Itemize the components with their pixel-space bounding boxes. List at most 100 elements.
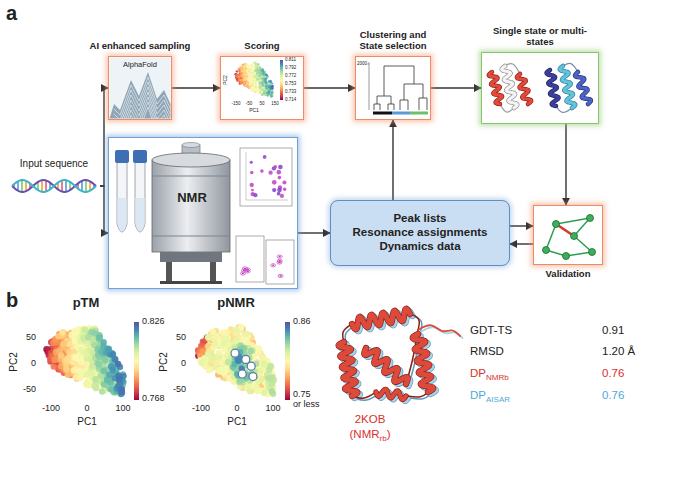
tick-label: 2000 — [357, 62, 367, 67]
metric-value: 0.76 — [602, 389, 624, 402]
scoring-scatter-part — [245, 74, 247, 76]
scoring-scatter-part — [242, 65, 244, 67]
scoring-scatter-part — [254, 85, 256, 87]
nmr-spectra-part — [236, 236, 264, 282]
ptm-scatter-part — [63, 366, 69, 372]
dendrogram-part — [384, 66, 414, 96]
node-text: Resonance assignments — [353, 226, 488, 240]
structure-overlay-part-part — [352, 309, 410, 330]
tick-label: 150 — [271, 102, 279, 107]
structure-overlay-part-part — [413, 334, 434, 392]
scoring-scatter-part — [257, 78, 259, 80]
scoring-scatter-part — [240, 66, 242, 68]
tick-label: 100 — [265, 404, 280, 414]
validation-graph-part — [589, 249, 596, 256]
tick-label: 100 — [115, 404, 130, 414]
protein-states-part — [575, 72, 591, 104]
scoring-scatter-part — [252, 65, 254, 67]
scoring-scatter-part — [247, 86, 249, 88]
scoring-scatter-part — [235, 76, 237, 78]
scoring-scatter-part — [254, 63, 256, 65]
pnmr-scatter-part — [210, 353, 216, 359]
nmr-magnet-part — [160, 252, 222, 262]
ptm-scatter-part — [92, 376, 98, 382]
scoring-scatter-part — [248, 65, 250, 67]
scoring-scatter-part — [240, 79, 242, 81]
pnmr-scatter-part — [225, 359, 231, 365]
nmr-magnet — [152, 143, 230, 285]
label-group: DPNMRb — [470, 367, 509, 380]
scoring-scatter-part — [242, 74, 244, 76]
colorbar-label: 0.714 — [285, 98, 296, 103]
dna-helix-part — [21, 180, 23, 192]
pnmr-scatter-part — [233, 327, 239, 333]
nmr-spectra-part — [272, 188, 276, 192]
protein-states-part — [556, 106, 572, 112]
ptm-scatter-part — [78, 359, 84, 365]
validation-graph-part — [563, 253, 570, 260]
nmr-spectra-part — [250, 161, 253, 164]
colorbar-label: 0.733 — [285, 90, 296, 95]
pnmr-scatter-part — [235, 358, 241, 364]
nmr-spectra-part — [279, 275, 281, 277]
pnmr-scatter-part — [198, 359, 204, 365]
scoring-scatter-part — [255, 90, 257, 92]
axis-title: PC2 — [8, 352, 19, 371]
clustering-box: Clustering and State selection — [348, 30, 438, 120]
ptm-scatter-part — [96, 361, 102, 367]
validation-graph — [543, 215, 596, 260]
scoring-scatter-part — [240, 75, 242, 77]
tick-label: -150 — [231, 102, 240, 107]
dna-helix-part — [45, 180, 47, 191]
structure-overlay-part-part — [339, 342, 358, 396]
axis-title: PC1 — [77, 416, 96, 427]
node-heading: Single state or multi-states — [492, 26, 588, 48]
scoring-scatter-part — [245, 73, 247, 75]
ptm-scatter-part — [116, 376, 122, 382]
scoring-scatter-part — [240, 74, 242, 76]
structure-overlay-part-part — [364, 348, 407, 384]
scoring-scatter-part — [268, 91, 270, 93]
nmr-spectra-part — [260, 169, 264, 173]
pnmr-scatter-part — [259, 376, 265, 382]
flow-arrow — [100, 186, 108, 233]
node-text: NMR — [177, 190, 207, 206]
pnmr-scatter-part — [219, 360, 225, 366]
nmr-magnet-part — [182, 143, 200, 148]
axis-title: PC2 — [158, 352, 169, 371]
ptm-colorbar-part — [134, 322, 139, 400]
nmr-spectra-part — [278, 262, 280, 264]
dendrogram-part — [377, 96, 391, 104]
pnmr-scatter-part — [211, 364, 217, 370]
nmr-magnet-part — [152, 236, 230, 237]
axis-title: PC1 — [227, 416, 246, 427]
scoring-scatter-part — [243, 81, 245, 83]
pnmr-scatter-part — [249, 373, 257, 381]
scoring-scatter-part — [264, 78, 266, 80]
scoring-scatter-part — [259, 74, 261, 76]
nmr-spectra-part — [242, 273, 244, 275]
plot-title: pTM — [73, 296, 100, 310]
pnmr-colorbar-part — [285, 322, 290, 400]
scoring-scatter-part — [257, 63, 259, 65]
scoring-scatter-part — [240, 79, 242, 81]
flow-arrow — [100, 88, 108, 186]
nmr-spectra-part — [280, 194, 284, 198]
metric-value: 1.20 Å — [602, 345, 635, 358]
dna-helix-part — [12, 180, 96, 192]
nmr-spectra-part — [243, 270, 245, 272]
dendrogram-part — [388, 104, 394, 110]
scoring-scatter-part — [265, 87, 267, 89]
node-heading: Scoring — [217, 41, 307, 52]
pnmr-scatter-part — [269, 380, 275, 386]
pnmr-scatter-part — [206, 334, 212, 340]
pnmr-scatter-part — [213, 333, 219, 339]
scoring-scatter-part — [267, 94, 269, 96]
scoring-scatter-part — [251, 80, 253, 82]
nmr-spectra-part — [271, 264, 276, 267]
nmr-spectra-part — [277, 255, 282, 258]
pnmr-scatter-part — [205, 334, 211, 340]
scoring-scatter — [234, 61, 273, 97]
scoring-scatter-part — [265, 74, 267, 76]
